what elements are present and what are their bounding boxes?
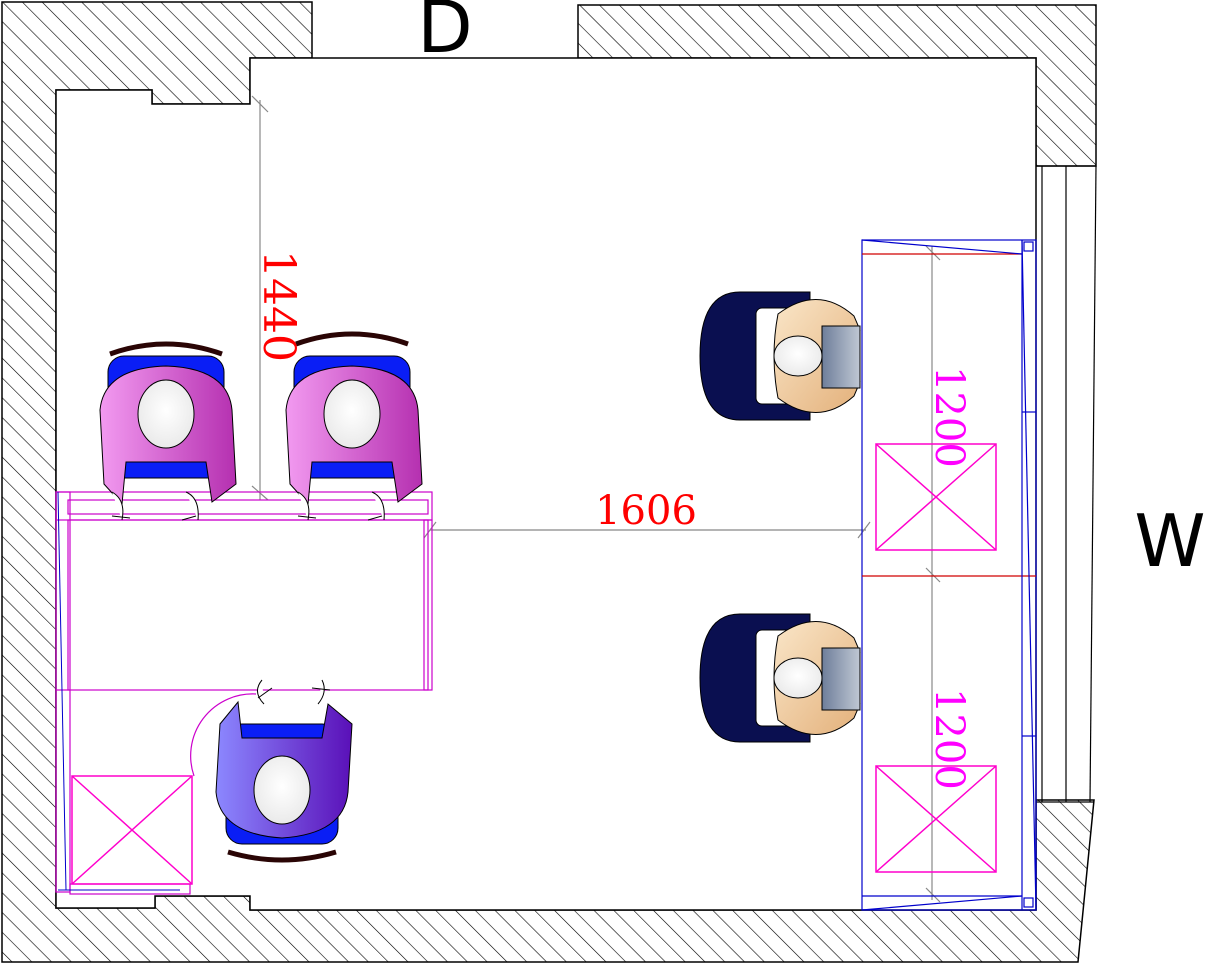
dimension-desk-upper: 1200 (926, 366, 972, 468)
person-topdown-icon (99, 341, 237, 521)
window-frame (1036, 165, 1097, 803)
person-topdown-icon (215, 679, 353, 863)
storage-cabinet-icon (71, 775, 193, 885)
dimension-lines (251, 95, 941, 903)
window-label: W (1134, 499, 1205, 583)
left-wall-unit (57, 491, 180, 891)
storage-cabinet-icon (875, 765, 997, 873)
storage-cabinet-icon (875, 443, 997, 551)
room-floor (55, 57, 1037, 911)
person-topdown-icon (699, 613, 861, 743)
person-topdown-icon (699, 291, 861, 421)
right-desk (861, 239, 1037, 911)
person-topdown-icon (285, 331, 423, 521)
dimension-vertical-clearance: 1440 (253, 250, 304, 362)
dimension-desk-lower: 1200 (926, 688, 972, 790)
door-label: D (417, 0, 472, 69)
dimension-aisle-width: 1606 (595, 488, 697, 534)
